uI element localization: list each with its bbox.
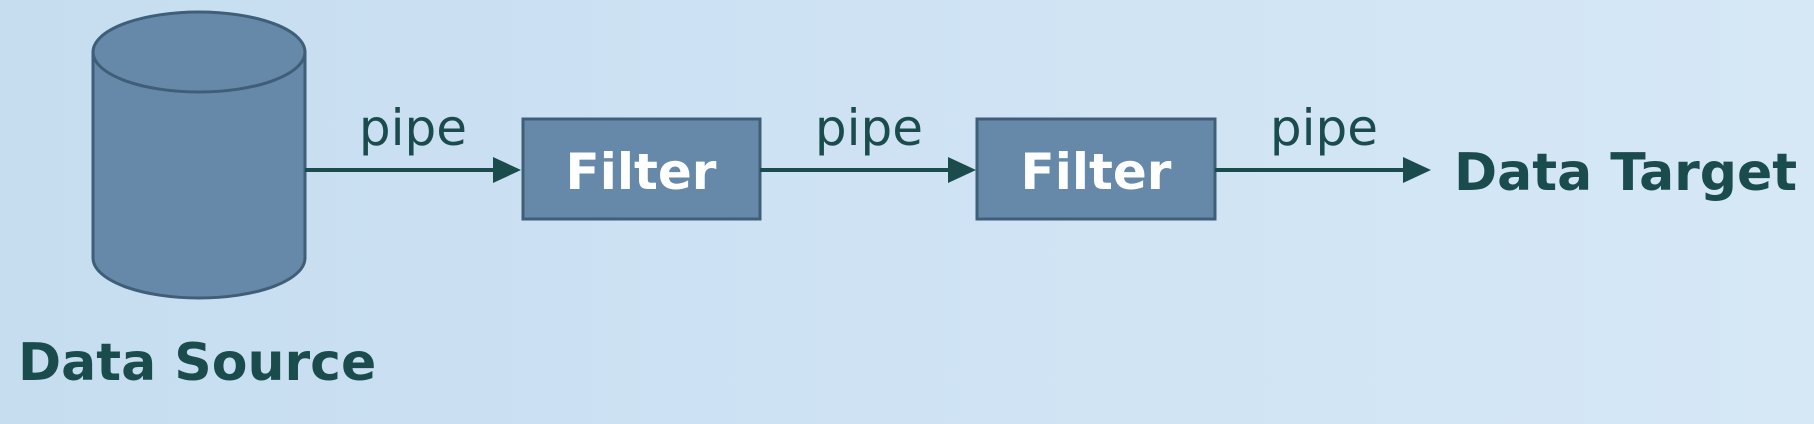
pipe-arrow-3 [1215, 157, 1431, 183]
pipe-label-1: pipe [359, 99, 467, 157]
filter-label-1: Filter [566, 143, 717, 201]
data-source-cylinder [91, 10, 307, 300]
filter-label-2: Filter [1021, 143, 1172, 201]
data-source-label: Data Source [18, 333, 376, 393]
pipe-label-3: pipe [1270, 99, 1378, 157]
filter-box-2 [975, 117, 1217, 221]
pipe-arrow-1 [305, 157, 521, 183]
pipe-arrow-2 [760, 157, 976, 183]
pipe-label-2: pipe [815, 99, 923, 157]
data-target-label: Data Target [1454, 143, 1797, 203]
